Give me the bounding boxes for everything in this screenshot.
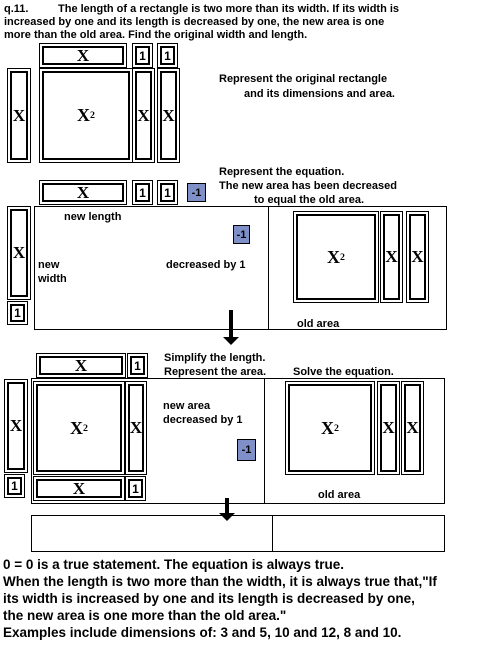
negative-one-tile: -1: [237, 439, 256, 461]
conclusion-line-5: Examples include dimensions of: 3 and 5,…: [3, 625, 402, 640]
decreased-label: decreased by 1: [166, 259, 246, 271]
section2-caption-2: The new area has been decreased: [219, 180, 397, 192]
conclusion-line-2: When the length is two more than the wid…: [3, 574, 437, 589]
x-tile: X: [406, 211, 429, 303]
x-tile-width: X: [4, 379, 28, 473]
problem-line-3: more than the old area. Find the origina…: [4, 29, 308, 41]
x-tile-length: X: [36, 353, 126, 378]
equation-frame: [34, 206, 447, 330]
one-tile: 1: [4, 474, 25, 498]
section1-caption-2: and its dimensions and area.: [244, 88, 395, 100]
new-area-label-1: new area: [163, 400, 211, 412]
x-tile-width: X: [7, 68, 31, 163]
section2-caption-1: Represent the equation.: [219, 166, 345, 178]
equals-divider: [264, 378, 265, 504]
old-area-label: old area: [318, 489, 361, 501]
one-tile: 1: [7, 301, 28, 325]
old-area-label: old area: [297, 318, 340, 330]
new-area-label-2: decreased by 1: [163, 414, 243, 426]
section2-caption-3: to equal the old area.: [254, 194, 365, 206]
section3-caption-1: Simplify the length.: [164, 352, 266, 364]
new-width-label-1: new: [38, 259, 60, 271]
x-tile: X: [401, 381, 424, 475]
x-tile: X: [157, 68, 180, 163]
new-length-label: new length: [64, 211, 122, 223]
equals-divider: [272, 515, 273, 552]
one-tile: 1: [132, 180, 153, 205]
one-tile: 1: [125, 476, 146, 501]
one-tile: 1: [157, 43, 178, 68]
x-tile: X: [125, 381, 147, 475]
new-width-label-2: width: [38, 273, 67, 285]
x-tile-width: X: [7, 206, 31, 300]
question-number: q.11.: [4, 3, 29, 15]
conclusion-line-3: its width is increased by one and its le…: [3, 591, 415, 606]
section3-caption-3: Solve the equation.: [293, 366, 394, 378]
equation-frame: [31, 378, 445, 504]
one-tile: 1: [132, 43, 153, 68]
x-tile-length: X: [39, 180, 127, 205]
x-tile-length: X: [39, 43, 127, 68]
negative-one-tile: -1: [233, 225, 250, 244]
section1-caption-1: Represent the original rectangle: [219, 73, 388, 85]
result-frame: [31, 515, 445, 552]
down-arrow-icon: [219, 498, 235, 522]
conclusion-line-1: 0 = 0 is a true statement. The equation …: [3, 557, 344, 572]
section3-caption-2: Represent the area.: [164, 366, 267, 378]
conclusion-line-4: the new area is one more than the old ar…: [3, 608, 287, 623]
problem-line-1: The length of a rectangle is two more th…: [58, 3, 400, 15]
negative-one-tile: -1: [187, 183, 206, 202]
x-tile: X: [377, 381, 400, 475]
one-tile: 1: [127, 353, 148, 378]
one-tile: 1: [157, 180, 178, 205]
x-tile: X: [132, 68, 155, 163]
conclusion: 0 = 0 is a true statement. The equation …: [3, 556, 437, 641]
x-tile: X: [380, 211, 403, 303]
equals-divider: [268, 206, 269, 330]
x-tile: X: [33, 476, 125, 501]
problem-line-2: increased by one and its length is decre…: [4, 16, 385, 28]
down-arrow-icon: [223, 310, 239, 346]
